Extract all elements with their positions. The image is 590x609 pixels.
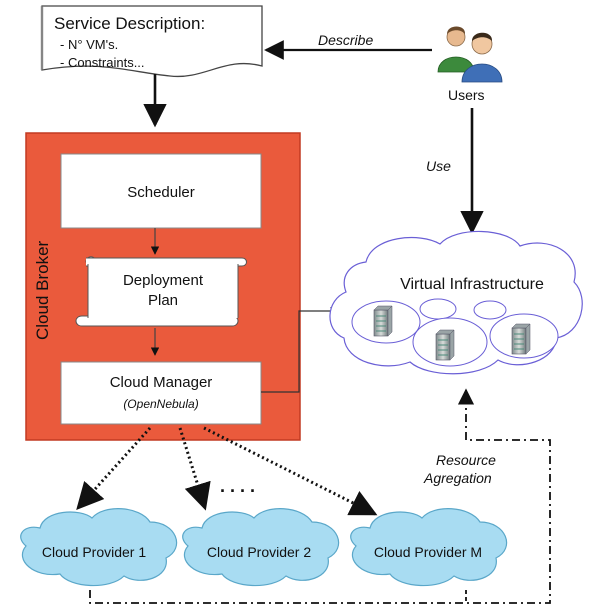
- users-label: Users: [448, 87, 485, 103]
- service-description-node: Service Description: - N° VM's. - Constr…: [40, 5, 263, 78]
- use-edge-label: Use: [426, 158, 451, 174]
- cloud-manager-box: [60, 361, 262, 425]
- virtual-infrastructure-cloud: [329, 230, 583, 375]
- cloud-broker-label: Cloud Broker: [33, 240, 52, 340]
- server-icon: [511, 323, 531, 355]
- scheduler-label: Scheduler: [127, 184, 195, 201]
- deployment-plan-label: Deployment: [123, 272, 204, 289]
- resource-agregation-label: Resource: [436, 452, 496, 468]
- users-icon: [437, 26, 503, 83]
- manager-to-infrastructure-arrow: [261, 306, 339, 393]
- cloud-provider-label: Cloud Provider 1: [42, 544, 146, 560]
- cloud-provider-1: [20, 508, 178, 587]
- resource-agregation-label: Agregation: [423, 470, 492, 486]
- service-description-item: - Constraints...: [60, 55, 145, 70]
- service-description-title: Service Description:: [54, 14, 205, 33]
- deployment-plan-label: Plan: [148, 292, 178, 309]
- describe-edge-label: Describe: [318, 32, 373, 48]
- cloud-manager-label: Cloud Manager: [110, 374, 213, 391]
- server-icon: [373, 305, 393, 337]
- server-icon: [435, 329, 455, 361]
- cloud-provider-label: Cloud Provider 2: [207, 544, 311, 560]
- cloud-provider-2: [182, 508, 340, 587]
- deployment-plan-scroll: [75, 256, 247, 327]
- service-description-item: - N° VM's.: [60, 37, 118, 52]
- cloud-provider-m: [350, 508, 508, 587]
- scheduler-box: [60, 153, 262, 229]
- provisioning-arrows: [76, 426, 378, 516]
- cloud-provider-label: Cloud Provider M: [374, 544, 482, 560]
- cloud-manager-sublabel: (OpenNebula): [123, 397, 198, 411]
- providers-ellipsis: . . . .: [220, 476, 255, 496]
- virtual-infrastructure-label: Virtual Infrastructure: [400, 276, 544, 293]
